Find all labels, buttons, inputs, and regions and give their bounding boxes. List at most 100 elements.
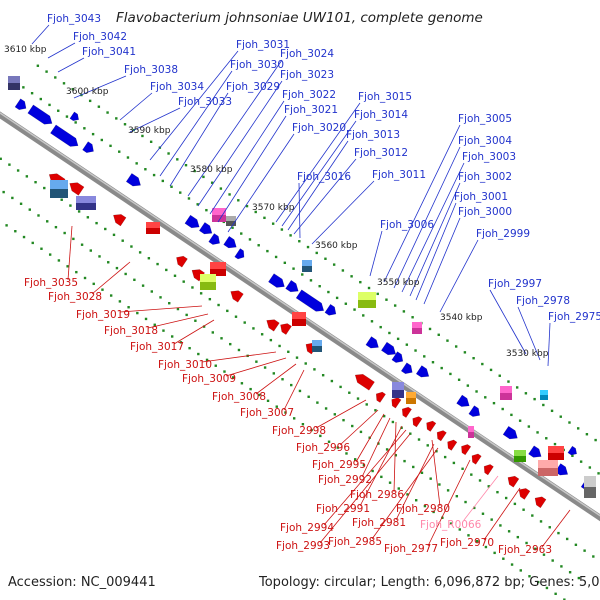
track-tick (45, 70, 48, 73)
track-tick (534, 547, 537, 551)
forward-leader-line (401, 162, 465, 293)
track-tick (240, 232, 243, 235)
track-tick (504, 496, 508, 500)
forward-leader-line (423, 217, 461, 305)
track-tick (25, 175, 29, 178)
track-tick (223, 370, 226, 373)
track-tick (560, 565, 563, 568)
rna-leader-line (463, 475, 499, 521)
track-tick (356, 397, 360, 400)
track-tick (269, 338, 273, 342)
gene-layer (8, 76, 596, 509)
feature-block (538, 460, 558, 476)
track-tick (258, 393, 261, 397)
track-tick (467, 534, 470, 537)
track-tick (437, 333, 440, 336)
track-tick (583, 549, 586, 552)
forward-gene-arrow (468, 405, 481, 417)
track-tick (310, 428, 313, 432)
track-tick (292, 417, 296, 420)
track-tick (309, 279, 313, 282)
track-tick (568, 421, 571, 424)
track-tick (380, 475, 383, 479)
track-tick (537, 580, 540, 584)
track-tick (147, 257, 151, 260)
kbp-tick-label: 3570 kbp (252, 203, 295, 213)
kbp-tick-label: 3600 kbp (66, 87, 109, 97)
track-tick (550, 409, 554, 413)
track-tick (263, 216, 266, 220)
track-tick (518, 419, 522, 422)
track-tick (496, 490, 499, 494)
track-tick (57, 259, 61, 262)
reverse-leader-line (201, 351, 277, 363)
track-tick (565, 537, 569, 541)
feature-block (8, 76, 20, 90)
forward-leader-line (149, 50, 239, 161)
track-tick (417, 438, 421, 441)
track-tick (159, 296, 162, 299)
forward-gene-arrow (208, 233, 221, 245)
track-tick (14, 230, 17, 233)
track-tick (254, 210, 257, 214)
forward-gene-label: Fjoh_3001 (454, 191, 508, 203)
track-tick (393, 304, 397, 307)
gene-block-top (548, 446, 564, 453)
track-tick (405, 343, 409, 346)
track-tick (528, 575, 531, 578)
track-tick (441, 516, 444, 519)
forward-leader-line (227, 133, 295, 233)
forward-leader-line (47, 42, 76, 59)
track-tick (440, 366, 443, 370)
track-tick (336, 446, 339, 449)
reverse-gene-label: Fjoh_3035 (24, 277, 78, 289)
feature-block (210, 262, 226, 276)
track-tick (280, 228, 284, 231)
reverse-leader-line (483, 487, 521, 541)
forward-gene-arrow (198, 222, 213, 235)
track-tick (396, 337, 400, 341)
reverse-gene-arrow (176, 255, 188, 268)
track-tick (234, 315, 238, 318)
forward-gene-label: Fjoh_3013 (346, 129, 400, 141)
track-tick (359, 280, 362, 284)
forward-gene-label: Fjoh_3020 (292, 122, 346, 134)
gene-block-top (210, 262, 226, 269)
track-tick (353, 308, 356, 311)
track-tick (423, 355, 426, 358)
reverse-gene-label: Fjoh_2994 (280, 522, 334, 534)
track-tick (71, 87, 74, 91)
track-tick (54, 225, 58, 229)
forward-gene-arrow (456, 394, 470, 407)
gene-block-bottom (212, 215, 226, 222)
track-tick (274, 255, 278, 259)
forward-leader-line (159, 70, 233, 177)
track-tick (11, 196, 14, 200)
reverse-gene-label: Fjoh_2992 (318, 474, 372, 486)
track-tick (135, 162, 138, 165)
track-tick (359, 430, 363, 434)
forward-gene-label: Fjoh_3029 (226, 81, 280, 93)
track-tick (271, 222, 275, 225)
track-tick (162, 329, 165, 332)
track-tick (492, 401, 496, 405)
track-tick (432, 510, 435, 514)
forward-leader-line (187, 59, 283, 197)
track-tick (455, 495, 459, 498)
track-tick (176, 307, 180, 311)
reverse-gene-label: Fjoh_2995 (312, 459, 366, 471)
forward-leader-line (383, 124, 461, 283)
track-tick (316, 401, 319, 404)
track-tick (136, 311, 139, 315)
track-tick (43, 186, 46, 190)
track-tick (298, 240, 301, 243)
gene-block-top (76, 196, 96, 203)
gene-label-layer: Fjoh_3043Fjoh_3042Fjoh_3041Fjoh_3038Fjoh… (24, 13, 600, 556)
track-tick (594, 438, 597, 442)
gene-block-top (392, 382, 404, 390)
forward-gene-label: Fjoh_3021 (284, 104, 338, 116)
track-tick (170, 335, 174, 338)
reverse-gene-arrow (69, 182, 85, 196)
track-tick (443, 455, 447, 459)
reverse-gene-arrow (436, 430, 447, 442)
